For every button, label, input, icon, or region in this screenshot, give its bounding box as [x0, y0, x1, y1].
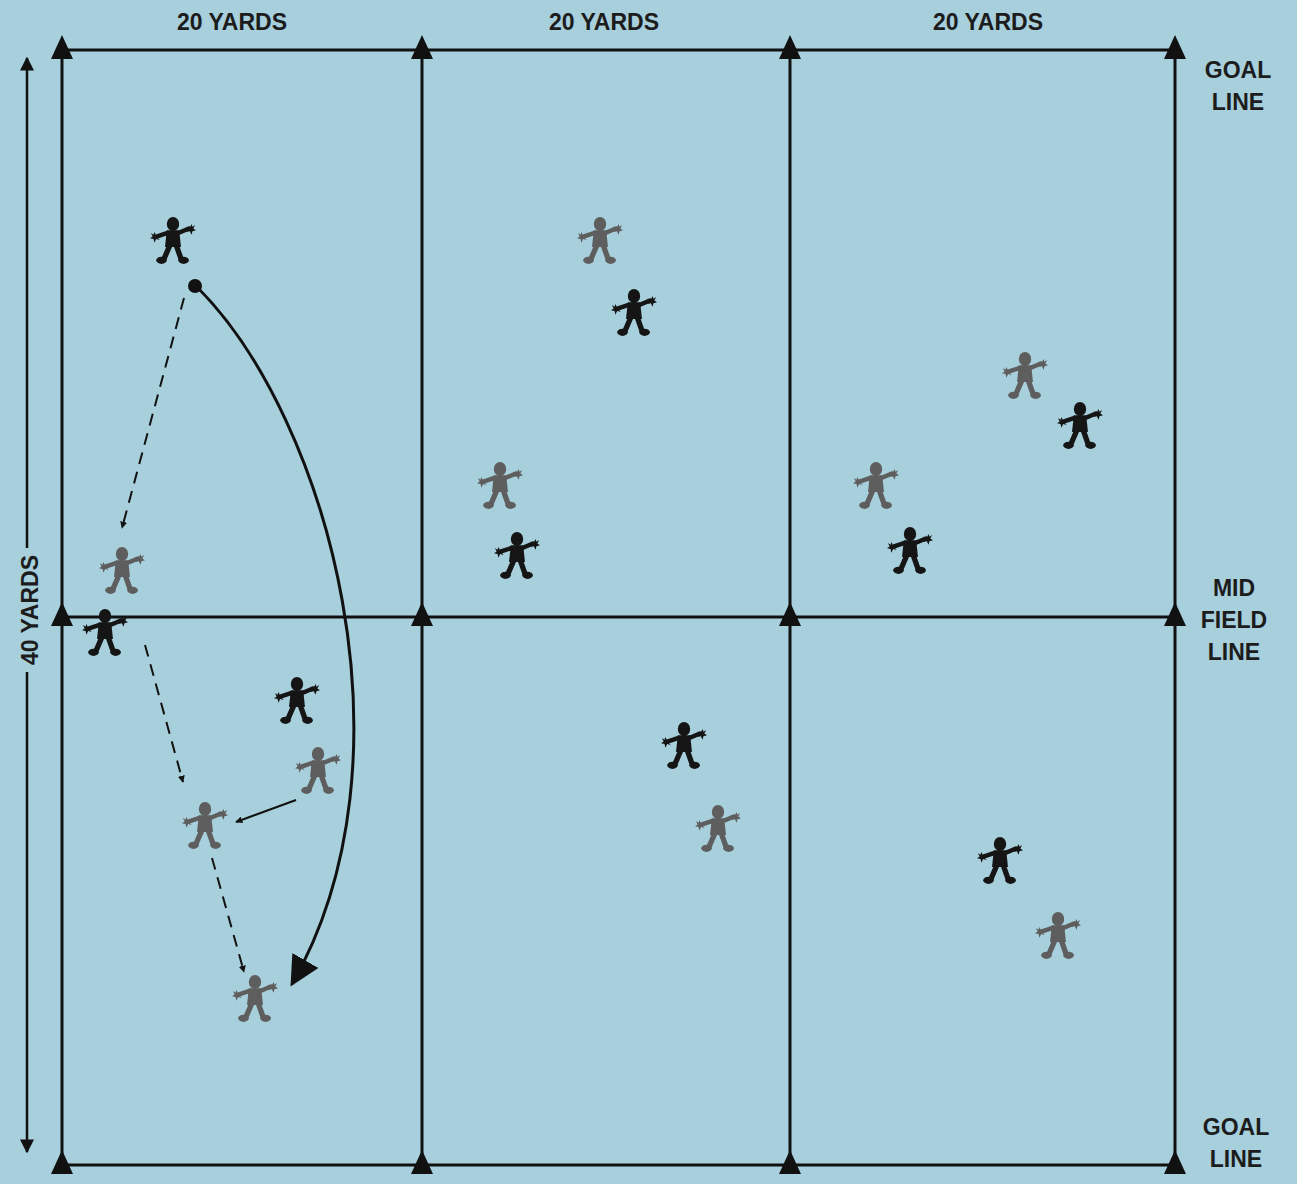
grey-players: [99, 217, 1081, 1022]
cone: [1164, 1150, 1186, 1174]
player: [150, 217, 196, 264]
field-label: GOAL LINE: [1196, 1111, 1276, 1175]
player: [82, 609, 128, 656]
field-label: MID FIELD LINE: [1194, 572, 1274, 668]
dimension-line: [26, 58, 29, 548]
cone: [779, 35, 801, 59]
player: [477, 462, 523, 509]
cone: [411, 602, 433, 626]
player: [232, 975, 278, 1022]
player: [977, 837, 1023, 884]
cone: [411, 1150, 433, 1174]
player: [295, 747, 341, 794]
pass-arrow: [145, 645, 183, 782]
cone: [51, 35, 73, 59]
midfield-line: [62, 616, 1175, 619]
player: [494, 532, 540, 579]
run-arrow: [197, 287, 354, 984]
player: [1035, 912, 1081, 959]
player: [1057, 402, 1103, 449]
cone: [779, 602, 801, 626]
pass-arrow: [212, 858, 244, 972]
cone: [1164, 35, 1186, 59]
player: [661, 722, 707, 769]
player: [853, 462, 899, 509]
player: [695, 805, 741, 852]
player: [99, 547, 145, 594]
pass-arrow: [122, 298, 184, 528]
cone: [51, 1150, 73, 1174]
field-lines: [62, 50, 1175, 1165]
movement-arrows: [122, 287, 354, 984]
player: [182, 802, 228, 849]
player: [577, 217, 623, 264]
player: [274, 677, 320, 724]
dark-players: [82, 217, 1103, 884]
field-label: 20 YARDS: [933, 6, 1043, 38]
field-label: 20 YARDS: [177, 6, 287, 38]
cones: [51, 35, 1186, 1174]
field-label: GOAL LINE: [1198, 54, 1278, 118]
dimension-line: [26, 672, 29, 1152]
run-arrow: [236, 800, 296, 822]
player: [611, 289, 657, 336]
players: [82, 217, 1103, 1022]
cone: [779, 1150, 801, 1174]
player: [1002, 352, 1048, 399]
field-label: 20 YARDS: [549, 6, 659, 38]
field-boundary: [62, 50, 1175, 1165]
player: [887, 527, 933, 574]
ball: [188, 279, 202, 293]
cone: [1164, 602, 1186, 626]
cone: [411, 35, 433, 59]
dimension-label: 40 YARDS: [14, 555, 46, 665]
cone: [51, 602, 73, 626]
